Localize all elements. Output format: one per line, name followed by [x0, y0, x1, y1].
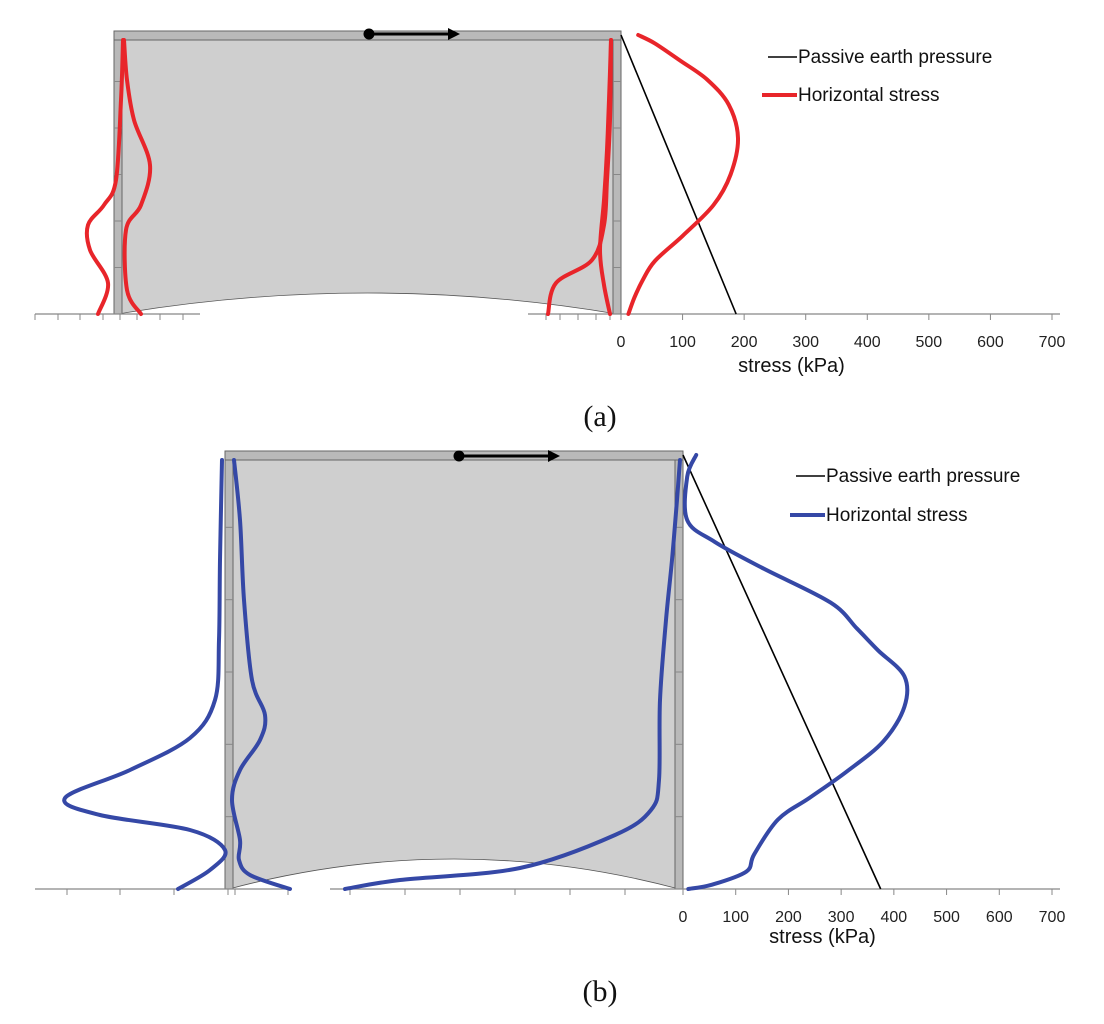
- x-tick-label: 0: [617, 334, 626, 351]
- wall-stress-profile-left2: [229, 458, 292, 891]
- x-tick-label: 200: [775, 909, 802, 926]
- x-tick-label: 700: [1039, 909, 1066, 926]
- passive-earth-pressure-line: [682, 454, 882, 890]
- legend-label-horizontal-stress: Horizontal stress: [826, 505, 968, 526]
- legend-label-horizontal-stress: Horizontal stress: [798, 85, 940, 106]
- x-tick-label: 700: [1039, 334, 1066, 351]
- legend-label-passive: Passive earth pressure: [826, 466, 1020, 487]
- wall-stress-profile-left1: [62, 458, 228, 891]
- x-tick-label: 200: [731, 334, 758, 351]
- movement-arrow-head: [548, 450, 560, 462]
- horizontal-stress-curve: [626, 33, 741, 316]
- x-tick-label: 300: [792, 334, 819, 351]
- soil-body: [228, 458, 680, 890]
- wall-stress-profile-rightOuter: [546, 38, 613, 316]
- x-axis-title: stress (kPa): [769, 926, 876, 948]
- x-tick-label: 400: [854, 334, 881, 351]
- wall-stress-profile-right: [343, 458, 682, 891]
- x-tick-label: 0: [679, 909, 688, 926]
- x-tick-label: 500: [916, 334, 943, 351]
- x-axis-title: stress (kPa): [738, 355, 845, 377]
- panel-a: 0 100 200 300 400 500 600 700 stress (kPa) Passiv…: [34, 28, 1066, 433]
- x-tick-label: 300: [828, 909, 855, 926]
- panel-label: (a): [583, 400, 616, 433]
- passive-earth-pressure-line: [620, 34, 737, 315]
- x-tick-label: 100: [722, 909, 749, 926]
- x-tick-label: 100: [669, 334, 696, 351]
- movement-arrow-head: [448, 28, 460, 40]
- wall-stress-profile-left1: [84, 38, 125, 316]
- x-tick-label: 500: [933, 909, 960, 926]
- soil-body: [117, 38, 618, 315]
- panel-b: 0 100 200 300 400 500 600 700 stress (kPa) Passiv…: [35, 450, 1065, 1008]
- x-tick-label: 400: [881, 909, 908, 926]
- legend-label-passive: Passive earth pressure: [798, 47, 992, 68]
- horizontal-stress-curve: [682, 453, 910, 891]
- x-tick-label: 600: [986, 909, 1013, 926]
- x-tick-label: 600: [977, 334, 1004, 351]
- panel-label: (b): [583, 975, 618, 1008]
- wall-stress-profile-left2: [122, 38, 153, 316]
